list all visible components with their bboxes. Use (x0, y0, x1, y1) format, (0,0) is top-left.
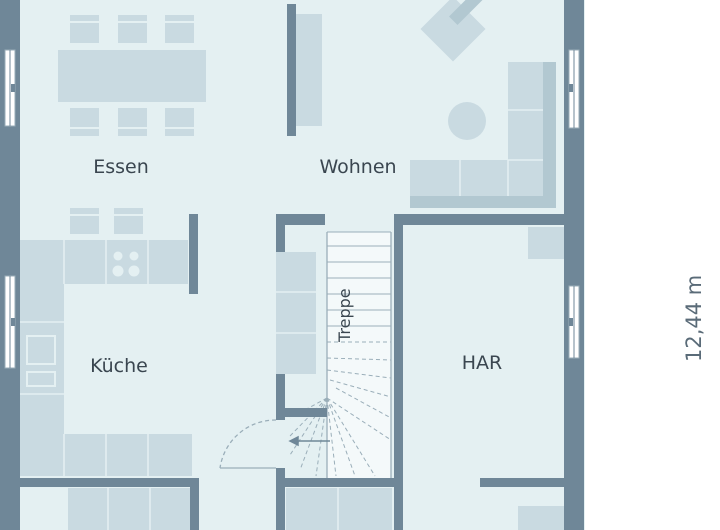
room-label-har: HAR (462, 352, 503, 374)
room-label-kueche: Küche (90, 355, 148, 377)
kitchen-furniture (20, 208, 192, 476)
lower-furniture (68, 488, 564, 530)
dining-chair (70, 15, 99, 43)
dining-table-set (58, 15, 206, 136)
room-label-wohnen: Wohnen (319, 156, 396, 178)
staircase-winding (289, 341, 392, 477)
wardrobe (276, 252, 316, 374)
sink (26, 335, 56, 365)
armchair-back (449, 0, 483, 25)
room-label-essen: Essen (93, 156, 149, 178)
dining-chair (165, 108, 194, 136)
staircase-steps (327, 231, 391, 327)
sideboard (296, 14, 322, 126)
bar-stool (114, 208, 143, 234)
stair-arrow (288, 435, 330, 447)
walls (0, 0, 584, 530)
hall-furniture (276, 252, 316, 374)
cooktop (112, 251, 140, 277)
corner-sofa (410, 62, 556, 208)
kitchen-island (20, 240, 188, 284)
stair-label: Treppe (335, 288, 354, 343)
dining-chair (118, 15, 147, 43)
dining-chair (118, 108, 147, 136)
dimension-height-label: 12,44 m (682, 275, 706, 362)
coffee-table (448, 102, 486, 140)
dining-chair (70, 108, 99, 136)
har-cabinet (528, 227, 564, 259)
dining-table (58, 50, 206, 102)
dining-chair (165, 15, 194, 43)
bar-stool (70, 208, 99, 234)
door-swing (219, 419, 277, 469)
sink-drain (26, 371, 56, 387)
staircase (326, 232, 392, 482)
